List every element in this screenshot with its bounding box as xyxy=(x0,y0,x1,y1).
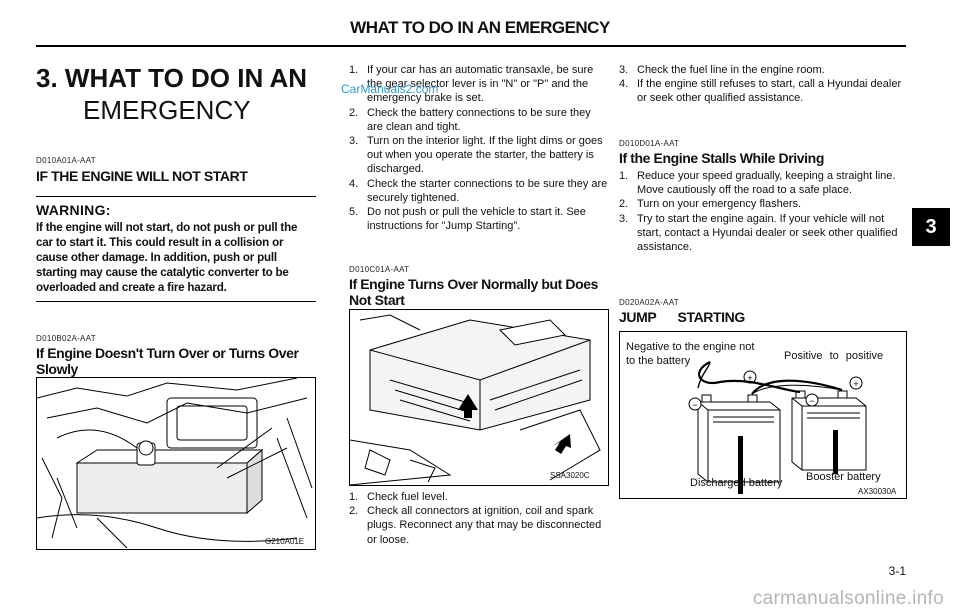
normal-no-start-heading: If Engine Turns Over Normally but Does N… xyxy=(349,276,599,308)
warning-title: WARNING: xyxy=(36,202,111,218)
section-code: D010D01A-AAT xyxy=(619,139,680,148)
list-item: 2.Check the battery connections to be su… xyxy=(349,106,591,133)
slowly-heading: If Engine Doesn't Turn Over or Turns Ove… xyxy=(36,345,299,377)
engine-bay-figure: G210A01E xyxy=(36,377,316,550)
list-item: 3.Turn on the interior light. If the lig… xyxy=(349,135,603,176)
not-start-heading: IF THE ENGINE WILL NOT START xyxy=(36,168,248,184)
chapter-tab: 3 xyxy=(912,208,950,246)
battery-illustration: + + − − xyxy=(688,361,867,494)
header-rule xyxy=(36,45,906,47)
page-number: 3-1 xyxy=(888,564,906,578)
normal-no-start-steps-b: 3.Check the fuel line in the engine room… xyxy=(619,63,907,106)
list-item: 2.Check all connectors at ignition, coil… xyxy=(349,505,602,546)
jump-start-figure: + + − − Negative to the engine not to th… xyxy=(619,331,907,499)
label-booster: Booster battery xyxy=(806,471,881,483)
figure-label: AX30030A xyxy=(858,487,897,496)
label-negative: Negative to the engine not to the batter… xyxy=(626,341,755,367)
figure-label: SSA3020C xyxy=(550,471,590,480)
list-item: 1.Check fuel level. xyxy=(349,491,448,503)
stalls-section: D010D01A-AAT If the Engine Stalls While … xyxy=(619,139,907,254)
list-item: 3.Check the fuel line in the engine room… xyxy=(619,64,825,76)
list-item: 1.Reduce your speed gradually, keeping a… xyxy=(619,170,896,197)
list-item: 4.If the engine still refuses to start, … xyxy=(619,78,902,105)
footer-watermark: carmanualsonline.info xyxy=(752,588,944,609)
normal-no-start-steps-a: 1.Check fuel level. 2.Check all connecto… xyxy=(349,490,609,547)
list-item: 2.Turn on your emergency flashers. xyxy=(619,198,802,211)
slowly-steps: 1.If your car has an automatic transaxle… xyxy=(349,63,609,233)
section-code: D010C01A-AAT xyxy=(349,265,410,274)
list-item: 1.If your car has an automatic transaxle… xyxy=(349,64,594,105)
divider xyxy=(36,301,316,302)
stalls-heading: If the Engine Stalls While Driving xyxy=(619,150,824,166)
section-code: D010B02A-AAT xyxy=(36,334,96,343)
engine-figure: SSA3020C xyxy=(349,309,609,486)
figure-label: G210A01E xyxy=(265,537,305,546)
section-title-line2: EMERGENCY xyxy=(83,95,251,125)
slowly-section: D010B02A-AAT If Engine Doesn't Turn Over… xyxy=(36,334,316,377)
section-code: D010A01A-AAT xyxy=(36,156,96,165)
section-title-line1: 3. WHAT TO DO IN AN xyxy=(36,63,308,93)
list-item: 3.Try to start the engine again. If your… xyxy=(619,212,898,254)
engine-bay-illustration xyxy=(37,378,313,549)
label-positive: Positive to positive xyxy=(784,350,884,362)
minus-icon: − xyxy=(692,400,697,410)
divider xyxy=(36,196,316,197)
plus-icon: + xyxy=(853,379,858,389)
not-start-section: D010A01A-AAT IF THE ENGINE WILL NOT STAR… xyxy=(36,156,316,302)
section-title: 3. WHAT TO DO IN AN EMERGENCY xyxy=(36,62,326,126)
list-item: 5.Do not push or pull the vehicle to sta… xyxy=(349,206,586,233)
minus-icon: − xyxy=(809,396,814,406)
normal-no-start-section: D010C01A-AAT If Engine Turns Over Normal… xyxy=(349,265,609,308)
section-code: D020A02A-AAT xyxy=(619,298,679,307)
plus-icon: + xyxy=(747,373,752,383)
watermark: CarManuals2.com xyxy=(341,82,439,96)
jump-section: D020A02A-AAT JUMP STARTING xyxy=(619,298,907,325)
list-item: 4.Check the starter connections to be su… xyxy=(349,177,608,204)
page-header: WHAT TO DO IN AN EMERGENCY xyxy=(350,18,610,37)
engine-illustration xyxy=(350,314,601,485)
jump-heading: JUMP STARTING xyxy=(619,309,745,325)
label-discharged: Discharged battery xyxy=(690,477,783,489)
warning-text: If the engine will not start, do not pus… xyxy=(36,221,298,294)
